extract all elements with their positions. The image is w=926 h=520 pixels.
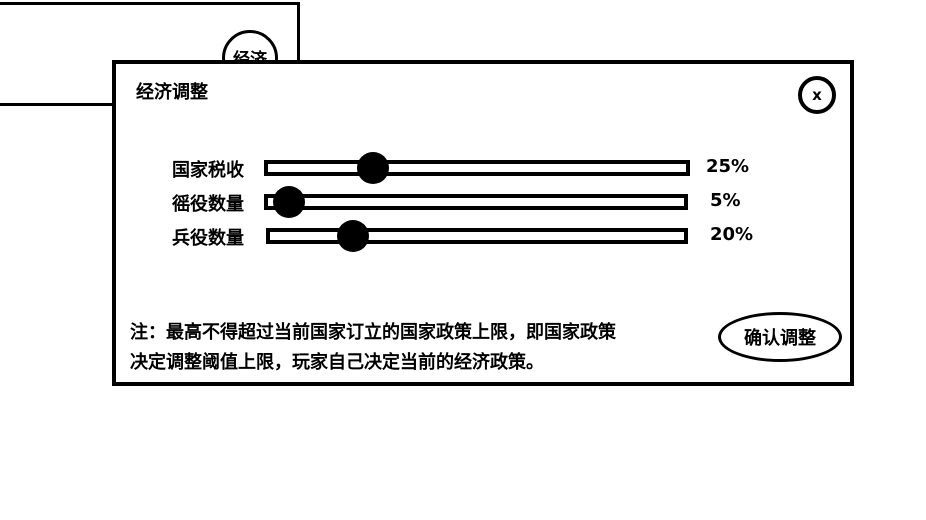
slider-row-corvee: 徭役数量 5% <box>116 186 850 218</box>
close-button[interactable]: x <box>798 76 836 114</box>
policy-note-line-1: 注：最高不得超过当前国家订立的国家政策上限，即国家政策 <box>130 322 616 343</box>
corvee-slider-thumb[interactable] <box>272 186 305 218</box>
slider-row-military: 兵役数量 20% <box>116 220 850 252</box>
military-slider-track[interactable] <box>266 220 688 252</box>
military-slider-label: 兵役数量 <box>172 228 244 249</box>
tax-slider-track[interactable] <box>264 152 690 184</box>
confirm-adjust-label: 确认调整 <box>744 328 816 349</box>
dialog-title: 经济调整 <box>136 82 208 103</box>
military-slider-value: 20% <box>710 224 754 245</box>
confirm-adjust-button[interactable]: 确认调整 <box>718 312 842 362</box>
military-slider-thumb[interactable] <box>336 220 369 252</box>
tax-slider-label: 国家税收 <box>172 160 244 181</box>
economy-adjust-dialog: 经济调整 x 国家税收 25% 徭役数量 5% 兵役数量 20% 注：最高不得超… <box>112 60 854 386</box>
tax-slider-value: 25% <box>706 156 750 177</box>
tax-slider-thumb[interactable] <box>356 152 389 184</box>
policy-note-line-2: 决定调整阈值上限，玩家自己决定当前的经济政策。 <box>130 352 544 373</box>
close-icon: x <box>812 86 822 104</box>
corvee-slider-track[interactable] <box>264 186 688 218</box>
slider-row-tax: 国家税收 25% <box>116 152 850 184</box>
corvee-slider-value: 5% <box>710 190 741 211</box>
corvee-slider-label: 徭役数量 <box>172 194 244 215</box>
policy-note: 注：最高不得超过当前国家订立的国家政策上限，即国家政策 决定调整阈值上限，玩家自… <box>130 318 690 378</box>
